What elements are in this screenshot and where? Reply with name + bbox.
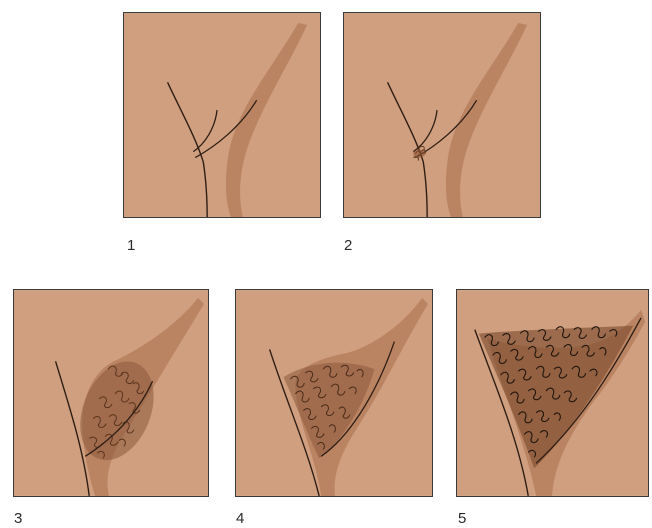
stage-3-illustration <box>14 290 208 496</box>
stage-3-panel <box>13 289 209 497</box>
stage-5-illustration <box>457 290 648 496</box>
stage-5-panel <box>456 289 649 497</box>
stage-2-panel <box>343 12 541 218</box>
stage-4-illustration <box>236 290 432 496</box>
stage-4-panel <box>235 289 433 497</box>
stage-1-label: 1 <box>127 238 135 253</box>
stage-2-illustration <box>344 13 540 217</box>
stage-5-label: 5 <box>458 511 466 526</box>
stage-1-panel <box>123 12 321 218</box>
stage-3-label: 3 <box>14 511 22 526</box>
stage-4-label: 4 <box>236 511 244 526</box>
stage-2-label: 2 <box>344 238 352 253</box>
stage-1-illustration <box>124 13 320 217</box>
